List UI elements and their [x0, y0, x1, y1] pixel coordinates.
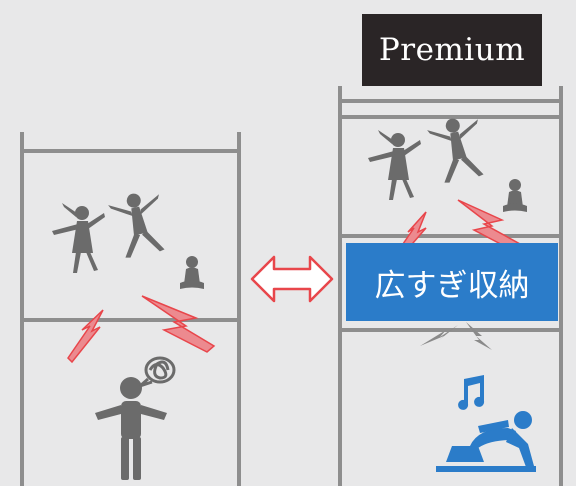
- lightning-noise-icon-left: [67, 295, 216, 364]
- storage-label-box: 広すぎ収納: [346, 243, 558, 321]
- scribble-bubble-icon: [139, 356, 176, 388]
- music-note-icon: [458, 375, 485, 410]
- double-arrow-icon: [250, 255, 334, 303]
- jumping-children-icon-left: [52, 188, 204, 289]
- reclining-person-icon: [436, 411, 536, 472]
- left-building: [20, 132, 241, 486]
- premium-badge: Premium: [362, 14, 542, 86]
- muted-noise-icon: [420, 322, 492, 350]
- shrugging-person-icon: [95, 377, 167, 480]
- right-building: [338, 86, 563, 486]
- jumping-children-icon-right: [368, 113, 527, 212]
